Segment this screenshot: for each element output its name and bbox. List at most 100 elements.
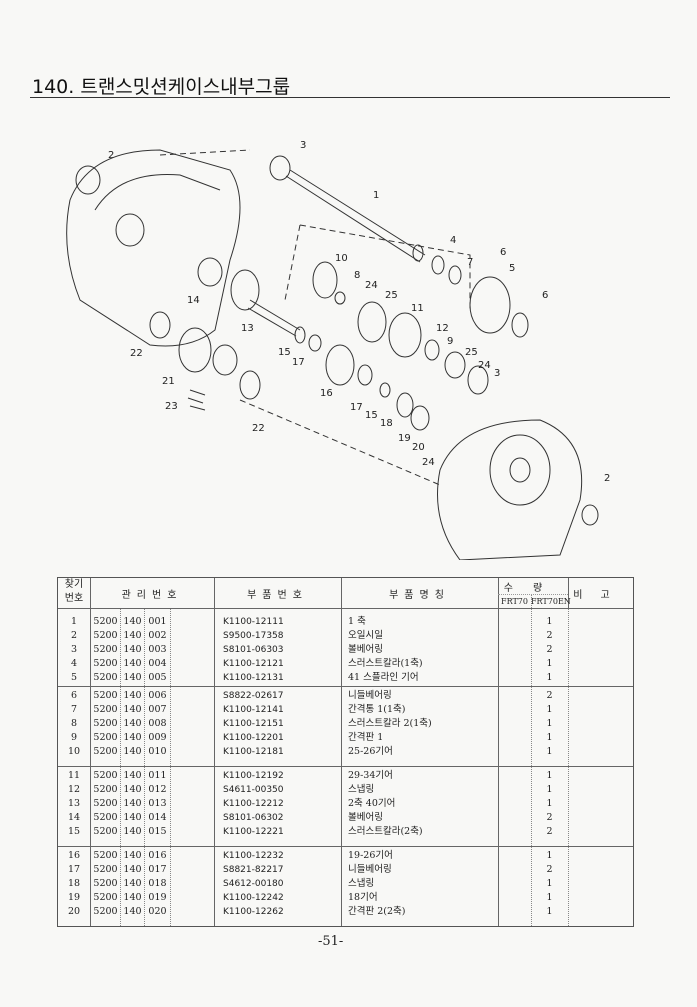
- cell-a: 5200: [93, 826, 118, 837]
- exploded-parts-diagram: 2 3 1 4 7 6 5 6 10 8 24 25 11 14 13 12 9…: [66, 140, 610, 560]
- cell-b: 140: [123, 616, 142, 627]
- cell-c: 013: [148, 798, 167, 809]
- cell-no: 16: [67, 850, 81, 861]
- cell-name: 스러스트칼라(2축): [348, 826, 423, 837]
- cell-no: 2: [70, 630, 78, 641]
- cell-part: K1100-12212: [223, 799, 284, 809]
- needle-bearing: [511, 312, 529, 338]
- cell-b: 140: [123, 704, 142, 715]
- header-part-name: 부품명칭: [389, 590, 450, 601]
- cell-no: 19: [67, 892, 81, 903]
- cell-b: 140: [123, 812, 142, 823]
- cell-a: 5200: [93, 658, 118, 669]
- callout: 3: [494, 368, 500, 379]
- spline-gear-41: [469, 276, 511, 334]
- header-frt70en: FRT70EN: [531, 597, 571, 606]
- cell-b: 140: [123, 630, 142, 641]
- case-bore: [509, 457, 531, 483]
- header-remarks: 비고: [573, 590, 628, 601]
- callout: 7: [467, 257, 473, 268]
- cell-c: 004: [148, 658, 167, 669]
- housing-rib: [94, 173, 221, 211]
- header-quantity: 수량: [503, 583, 563, 594]
- cell-frt70en: 1: [546, 906, 553, 917]
- cell-a: 5200: [93, 812, 118, 823]
- cell-name: 스러스트칼라 2(1축): [348, 718, 432, 729]
- cell-b: 140: [123, 864, 142, 875]
- cell-name: 니들베어링: [348, 864, 392, 875]
- cell-c: 011: [148, 770, 167, 781]
- bearing: [149, 311, 171, 339]
- cell-frt70en: 2: [546, 826, 553, 837]
- thrust-collar: [412, 244, 424, 262]
- cell-c: 005: [148, 672, 167, 683]
- leader-line: [284, 224, 471, 310]
- cell-a: 5200: [93, 798, 118, 809]
- cell-part: K1100-12232: [223, 851, 284, 861]
- header-frt70: FRT70: [501, 597, 528, 606]
- cell-frt70en: 1: [546, 784, 553, 795]
- callout: 11: [411, 303, 424, 314]
- callout: 18: [380, 418, 393, 429]
- cell-name: 볼베어링: [348, 644, 383, 655]
- cell-c: 006: [148, 690, 167, 701]
- shaft-1: [285, 169, 426, 263]
- cell-a: 5200: [93, 892, 118, 903]
- callout: 1: [373, 190, 379, 201]
- cell-b: 140: [123, 770, 142, 781]
- callout: 14: [187, 295, 200, 306]
- callout: 24: [365, 280, 378, 291]
- cell-part: K1100-12262: [223, 907, 284, 917]
- cell-frt70en: 1: [546, 718, 553, 729]
- gear-29-34: [388, 312, 422, 358]
- cell-frt70en: 1: [546, 878, 553, 889]
- cell-part: K1100-12181: [223, 747, 284, 757]
- cell-a: 5200: [93, 746, 118, 757]
- cell-name: 스러스트칼라(1축): [348, 658, 423, 669]
- callout: 16: [320, 388, 333, 399]
- cell-b: 140: [123, 784, 142, 795]
- cell-name: 간격판 1: [348, 732, 384, 743]
- cell-part: K1100-12221: [223, 827, 284, 837]
- cell-a: 5200: [93, 630, 118, 641]
- cell-no: 8: [70, 718, 78, 729]
- cell-c: 019: [148, 892, 167, 903]
- cell-b: 140: [123, 718, 142, 729]
- callout: 17: [292, 357, 305, 368]
- cell-no: 7: [70, 704, 78, 715]
- thrust-collar: [294, 326, 306, 344]
- cell-c: 008: [148, 718, 167, 729]
- cell-b: 140: [123, 906, 142, 917]
- cell-no: 10: [67, 746, 81, 757]
- cell-frt70en: 2: [546, 812, 553, 823]
- header-find-no-line-2: 번호: [64, 593, 84, 604]
- column-divider: [531, 594, 532, 926]
- cell-frt70en: 2: [546, 644, 553, 655]
- snap-ring: [424, 339, 440, 361]
- cell-name: 18기어: [348, 892, 378, 903]
- cell-frt70en: 1: [546, 746, 553, 757]
- bearing: [197, 257, 223, 287]
- cell-frt70en: 1: [546, 770, 553, 781]
- cell-no: 1: [70, 616, 78, 627]
- cell-b: 140: [123, 798, 142, 809]
- gear: [212, 344, 238, 376]
- needle-bearing: [431, 255, 445, 275]
- callout: 2: [108, 150, 114, 161]
- callout: 24: [422, 457, 435, 468]
- spacer-plate: [444, 351, 466, 379]
- cell-name: 25-26기어: [348, 746, 393, 757]
- column-divider: [214, 578, 215, 926]
- cell-frt70en: 1: [546, 704, 553, 715]
- cell-a: 5200: [93, 718, 118, 729]
- cell-part: K1100-12131: [223, 673, 284, 683]
- callout: 17: [350, 402, 363, 413]
- cell-no: 9: [70, 732, 78, 743]
- callout: 15: [365, 410, 378, 421]
- cell-frt70en: 1: [546, 850, 553, 861]
- cell-no: 14: [67, 812, 81, 823]
- cell-name: 스냅링: [348, 878, 375, 889]
- callout: 22: [130, 348, 143, 359]
- callout: 12: [436, 323, 449, 334]
- callout: 19: [398, 433, 411, 444]
